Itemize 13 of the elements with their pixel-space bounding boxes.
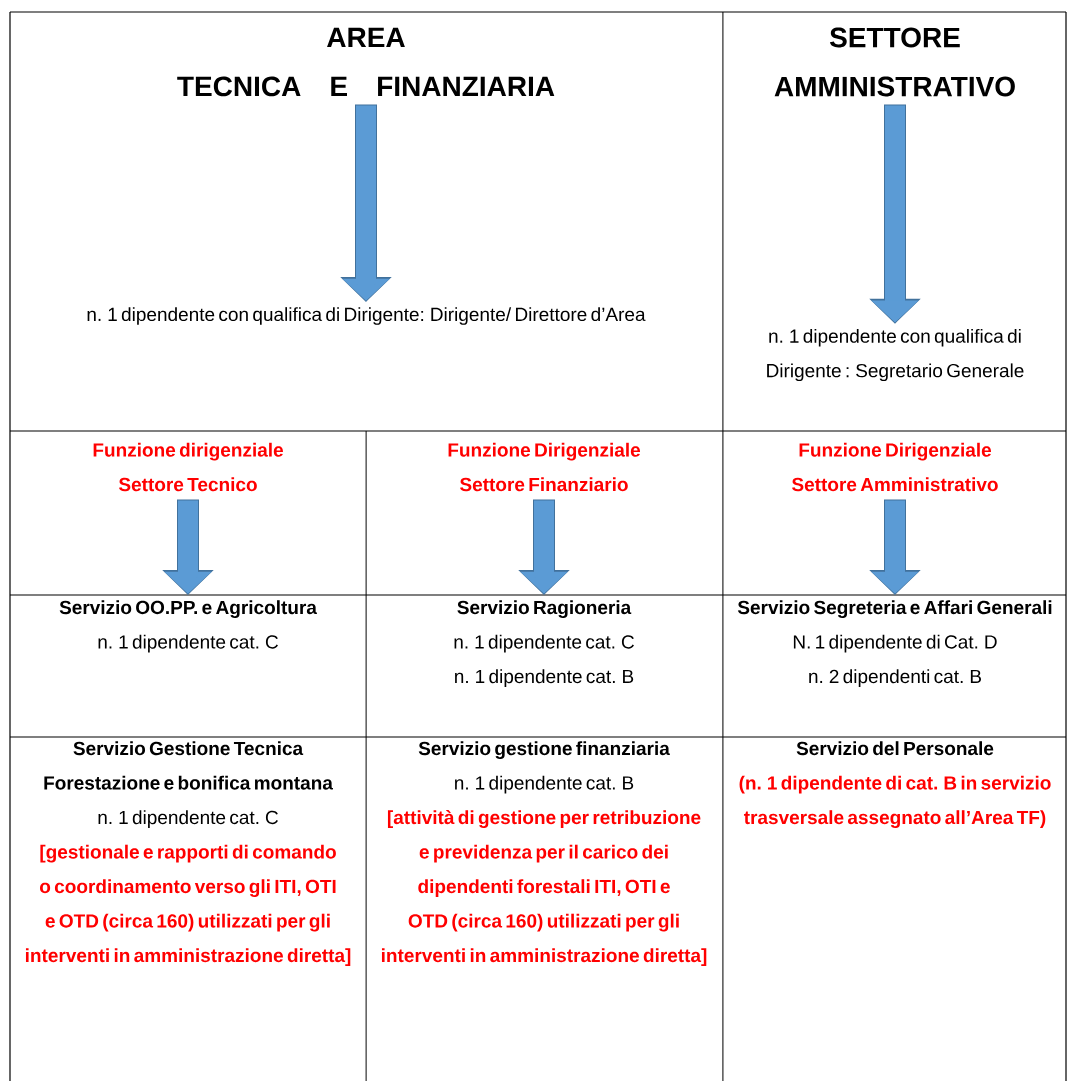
service-text: Servizio gestione finanziaria n. 1 dipendente cat. B [attività di gestione per retribuzione e previdenza per il carico dei dipendenti forestali ITI, OTI e OTD (circa 160) utilizzati per gli interventi in amministrazione diretta]: [381, 741, 707, 966]
function-label: Funzione Dirigenziale Settore Finanziario: [448, 442, 641, 492]
description-text: n. 1 dipendente con qualifica di Dirigente : Segretario Generale: [767, 328, 1024, 382]
service-text: Servizio Gestione Tecnica Forestazione e bonifica montana n. 1 dipendente cat. C [gestionale e rapporti di comando o coordinamento verso gli ITI, OTI e OTD (circa 160) utilizzati per gli interventi in amministrazione diretta]: [25, 741, 351, 966]
area-heading: SETTORE AMMINISTRATIVO: [774, 27, 1015, 97]
description-text: n. 1 dipendente con qualifica di Dirigente: Dirigente/ Direttore d’Area: [87, 307, 646, 325]
service-text: Servizio del Personale (n. 1 dipendente di cat. B in servizio trasversale assegnato all’Area TF): [739, 741, 1051, 828]
service-text: Servizio Segreteria e Affari Generali N. 1 dipendente di Cat. D n. 2 dipendenti cat. B: [737, 600, 1052, 687]
area-heading: AREA TECNICA E FINANZIARIA: [177, 27, 555, 97]
service-text: Servizio OO.PP. e Agricoltura n. 1 dipendente cat. C: [59, 600, 317, 653]
function-label: Funzione dirigenziale Settore Tecnico: [93, 442, 283, 492]
function-label: Funzione Dirigenziale Settore Amministrativo: [792, 442, 998, 492]
service-text: Servizio Ragioneria n. 1 dipendente cat. C n. 1 dipendente cat. B: [454, 600, 634, 687]
